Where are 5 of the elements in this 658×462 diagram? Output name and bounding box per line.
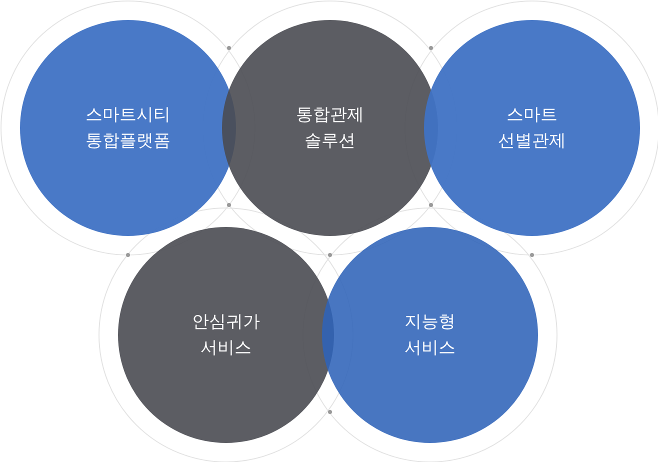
circle-label: 스마트 선별관제: [497, 104, 567, 152]
circle-label: 지능형 서비스: [404, 311, 456, 359]
circle-label: 통합관제 솔루션: [295, 104, 365, 152]
circle-label: 스마트시티 통합플랫폼: [84, 104, 172, 152]
circle-label: 안심귀가 서비스: [191, 311, 261, 359]
